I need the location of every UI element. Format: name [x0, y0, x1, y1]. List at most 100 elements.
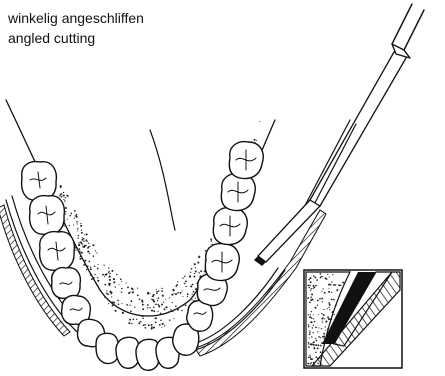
- stipple-dot: [79, 249, 80, 250]
- stipple-dot: [163, 301, 164, 302]
- stipple-dot: [192, 294, 193, 295]
- stipple-dot: [156, 289, 157, 290]
- inset-stipple-dot: [312, 358, 313, 359]
- stipple-dot: [169, 319, 171, 321]
- inset-stipple-dot: [318, 327, 319, 328]
- inset-stipple-dot: [330, 284, 332, 286]
- stipple-dot: [155, 317, 157, 319]
- inset-stipple-dot: [309, 302, 311, 304]
- stipple-dot: [121, 303, 122, 304]
- inset-stipple-dot: [324, 292, 326, 294]
- stipple-dot: [162, 295, 164, 297]
- stipple-dot: [80, 256, 81, 257]
- stipple-dot: [104, 284, 106, 286]
- stipple-dot: [77, 223, 78, 224]
- stipple-dot: [90, 268, 92, 270]
- stipple-dot: [157, 304, 158, 305]
- stipple-dot: [192, 284, 194, 286]
- stipple-dot: [97, 277, 98, 278]
- inset-stipple-dot: [310, 290, 311, 291]
- inset-stipple-dot: [329, 309, 330, 310]
- stipple-dot: [97, 268, 99, 270]
- stipple-dot: [85, 245, 87, 247]
- stipple-dot: [140, 321, 142, 323]
- stipple-dot: [181, 310, 183, 312]
- inset-stipple-dot: [315, 327, 317, 329]
- inset-stipple-dot: [309, 355, 310, 356]
- tooth: [52, 268, 81, 299]
- stipple-dot: [96, 252, 97, 253]
- stipple-dot: [160, 319, 162, 321]
- stipple-dot: [195, 298, 196, 299]
- inset-stipple-dot: [311, 336, 312, 337]
- inset-stipple-dot: [328, 291, 330, 293]
- stipple-dot: [108, 271, 109, 272]
- stipple-dot: [74, 218, 75, 219]
- stipple-dot: [152, 295, 154, 297]
- stipple-dot: [161, 288, 162, 289]
- stipple-dot: [164, 308, 166, 310]
- inset-stipple-dot: [307, 363, 309, 365]
- stipple-dot: [194, 263, 196, 265]
- inset-stipple-dot: [310, 277, 312, 279]
- stipple-dot: [93, 277, 95, 279]
- stipple-dot: [115, 310, 117, 312]
- stipple-dot: [69, 225, 70, 226]
- inset-stipple-dot: [321, 313, 322, 314]
- inset-stipple-dot: [340, 285, 342, 287]
- inset-stipple-dot: [333, 284, 335, 286]
- stipple-dot: [63, 225, 64, 226]
- inset-stipple-dot: [315, 338, 316, 339]
- stipple-dot: [65, 207, 67, 209]
- stipple-dot: [93, 255, 95, 257]
- stipple-dot: [169, 297, 170, 298]
- stipple-dot: [67, 219, 68, 220]
- stipple-dot: [60, 186, 62, 188]
- inset-stipple-dot: [331, 299, 333, 301]
- stipple-dot: [191, 268, 193, 270]
- stipple-dot: [94, 274, 95, 275]
- stipple-dot: [153, 310, 155, 312]
- stipple-dot: [190, 272, 191, 273]
- stipple-dot: [73, 224, 74, 225]
- stipple-dot: [75, 249, 76, 250]
- stipple-dot: [129, 319, 131, 321]
- inset-stipple-dot: [321, 298, 323, 300]
- inset-stipple-dot: [325, 330, 326, 331]
- stipple-dot: [170, 309, 171, 310]
- inset-stipple-dot: [310, 314, 311, 315]
- stipple-dot: [97, 280, 99, 282]
- stipple-dot: [108, 303, 109, 304]
- stipple-dot: [113, 278, 115, 280]
- stipple-dot: [119, 284, 120, 285]
- stipple-dot: [130, 310, 132, 312]
- inset-stipple-dot: [310, 281, 312, 283]
- inset-stipple-dot: [331, 319, 332, 320]
- stipple-dot: [59, 195, 61, 197]
- inset-stipple-dot: [314, 277, 316, 279]
- stipple-dot: [84, 260, 86, 262]
- stipple-dot: [150, 293, 151, 294]
- inset-stipple-dot: [336, 290, 338, 292]
- inset-stipple-dot: [328, 288, 329, 289]
- inset-stipple-dot: [313, 314, 314, 315]
- stipple-dot: [191, 299, 192, 300]
- inset-stipple-dot: [309, 337, 310, 338]
- stipple-dot: [78, 242, 79, 243]
- inset-stipple-dot: [315, 344, 317, 346]
- inset-stipple-dot: [327, 274, 328, 275]
- stipple-dot: [122, 312, 124, 314]
- stipple-dot: [118, 303, 120, 305]
- inset-stipple-dot: [322, 322, 323, 323]
- inset-stipple-dot: [312, 342, 313, 343]
- inset-stipple-dot: [316, 340, 317, 341]
- stipple-dot: [76, 214, 78, 216]
- stipple-dot: [165, 299, 166, 300]
- stipple-dot: [113, 281, 115, 283]
- stipple-dot: [109, 283, 110, 284]
- stipple-dot: [81, 232, 83, 234]
- stipple-dot: [83, 240, 85, 242]
- stipple-dot: [75, 215, 76, 216]
- stipple-dot: [187, 293, 189, 295]
